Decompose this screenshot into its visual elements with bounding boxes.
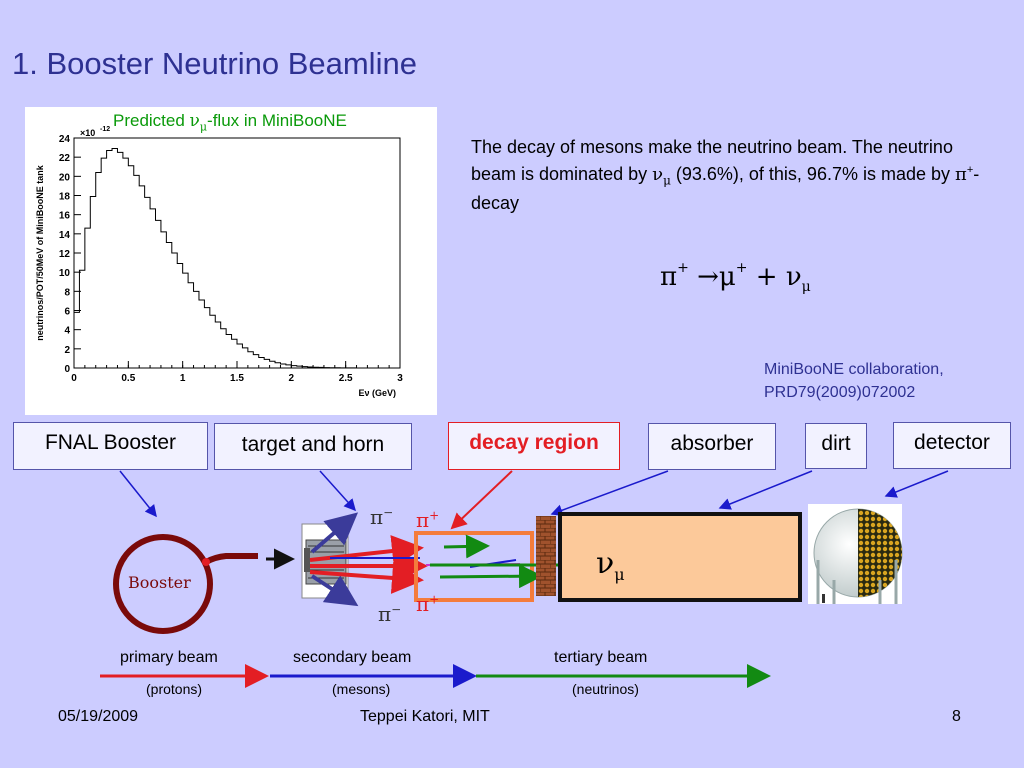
- y-tick-label: 14: [59, 230, 71, 241]
- pi-minus-top-pi: π: [370, 505, 384, 529]
- dirt-pointer: [718, 470, 813, 510]
- booster-pointer: [119, 470, 157, 518]
- equation-mu-sup: +: [735, 260, 748, 276]
- y-tick-label: 20: [59, 172, 71, 183]
- pi-minus-top-sup: −: [383, 505, 394, 520]
- y-tick-label: 18: [59, 192, 71, 203]
- x-tick-label: 2: [289, 373, 295, 384]
- description-nu: ν: [652, 164, 664, 185]
- slide-title: 1. Booster Neutrino Beamline: [12, 46, 417, 81]
- tertiary-beam-label: tertiary beam: [554, 649, 648, 666]
- y-tick-label: 2: [64, 345, 70, 356]
- tertiary-beam-sublabel: (neutrinos): [572, 681, 639, 697]
- y-tick-label: 10: [59, 268, 71, 279]
- label-dirt: dirt: [805, 423, 867, 469]
- primary-beam-label: primary beam: [120, 649, 218, 666]
- equation-arrow: →: [697, 262, 719, 292]
- pi-minus-bottom-sup: −: [391, 602, 402, 617]
- extraction-point: [202, 558, 210, 566]
- footer-date: 05/19/2009: [58, 708, 139, 725]
- decay-equation: π+ →μ+ + νμ: [660, 260, 811, 296]
- x-tick-label: 0: [71, 373, 77, 384]
- footer-author: Teppei Katori, MIT: [360, 708, 490, 725]
- booster-extraction-line: [204, 553, 258, 565]
- booster-ring-label: Booster: [128, 573, 191, 592]
- label-target-and-horn: target and horn: [214, 423, 412, 470]
- chart-title: Predicted νμ-flux in MiniBooNE: [113, 111, 347, 133]
- footer-page-number: 8: [952, 708, 961, 725]
- equation-nu-sub: μ: [801, 279, 811, 296]
- y-tick-label: 8: [64, 287, 70, 298]
- chart-title-nu: ν: [189, 111, 200, 131]
- target-pointer: [319, 470, 357, 512]
- pi-plus-top-pi: π: [416, 508, 430, 532]
- label-absorber: absorber: [648, 423, 776, 470]
- pi-plus-bottom-pi: π: [416, 592, 430, 616]
- absorber-pointer: [550, 470, 669, 516]
- equation-plus: +: [755, 262, 778, 292]
- pi-plus-top-sup: +: [429, 508, 440, 523]
- dirt-region: [558, 512, 802, 602]
- y-exponent-label: ×10: [80, 128, 95, 138]
- reference: MiniBooNE collaboration, PRD79(2009)0720…: [764, 358, 944, 404]
- equation-mu: μ: [718, 262, 736, 292]
- x-axis-label: Eν (GeV): [358, 388, 396, 398]
- y-tick-label: 16: [59, 211, 71, 222]
- label-fnal-booster: FNAL Booster: [13, 422, 208, 470]
- x-tick-label: 1.5: [230, 373, 244, 384]
- description-part1: The decay of mesons make the neutrino be…: [471, 137, 953, 184]
- absorber-wall: [536, 516, 556, 596]
- reference-line2: PRD79(2009)072002: [764, 384, 916, 402]
- x-tick-label: 3: [397, 373, 403, 384]
- description-pi: π: [955, 164, 967, 185]
- pi-plus-bottom: π+: [416, 592, 439, 616]
- x-tick-label: 1: [180, 373, 186, 384]
- nu-mu-label-sub: μ: [614, 565, 625, 584]
- detector-pointer: [884, 470, 949, 498]
- y-tick-label: 12: [59, 249, 71, 260]
- chart-title-prefix: Predicted: [113, 111, 190, 130]
- reference-line1: MiniBooNE collaboration,: [764, 361, 944, 378]
- description-part2: (93.6%), of this, 96.7% is made by: [670, 164, 956, 184]
- chart-title-suffix: -flux in MiniBooNE: [207, 111, 347, 130]
- decay-pointer: [450, 470, 513, 530]
- description-pi-sup: +: [966, 164, 974, 176]
- pi-minus-bottom-pi: π: [378, 602, 392, 626]
- description-part3: -decay: [471, 164, 980, 213]
- y-tick-label: 4: [64, 326, 70, 337]
- y-tick-label: 6: [64, 307, 70, 318]
- description-mu: μ: [663, 173, 671, 188]
- pi-plus-top: π+: [416, 508, 439, 532]
- x-tick-label: 2.5: [339, 373, 353, 384]
- y-tick-label: 22: [59, 153, 71, 164]
- y-axis-label: neutrinos/POT/50MeV of MiniBooNE tank: [35, 164, 45, 341]
- description-text: The decay of mesons make the neutrino be…: [471, 134, 1001, 217]
- pi-minus-top: π−: [370, 505, 393, 529]
- pi-plus-bottom-sup: +: [429, 592, 440, 607]
- nu-mu-label-nu: ν: [596, 546, 615, 581]
- primary-beam-sublabel: (protons): [146, 681, 203, 697]
- secondary-beam-sublabel: (mesons): [332, 681, 391, 697]
- nu-mu-label: νμ: [596, 546, 625, 584]
- label-decay-region: decay region: [448, 422, 620, 470]
- y-exponent-value: -12: [100, 126, 110, 133]
- equation-pi: π: [660, 262, 678, 292]
- secondary-beam-label: secondary beam: [293, 649, 412, 666]
- y-tick-label: 0: [64, 364, 70, 375]
- booster-ring: [113, 534, 213, 634]
- y-tick-label: 24: [59, 134, 71, 145]
- pi-minus-bottom: π−: [378, 602, 401, 626]
- equation-pi-sup: +: [677, 260, 689, 276]
- flux-histogram: [73, 148, 400, 369]
- equation-nu: ν: [785, 262, 802, 292]
- x-tick-label: 0.5: [121, 373, 135, 384]
- chart-title-mu: μ: [199, 120, 208, 134]
- label-detector: detector: [893, 422, 1011, 469]
